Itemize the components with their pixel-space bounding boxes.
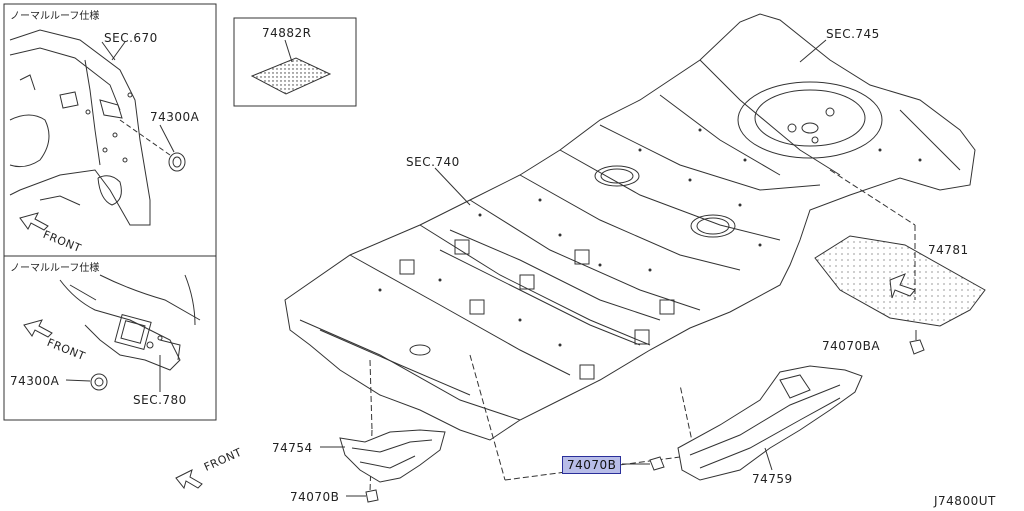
pad-part-label[interactable]: 74882R xyxy=(262,26,312,40)
inset-bottom-note: ノーマルルーフ仕様 xyxy=(10,263,100,274)
clip-74070b-highlight xyxy=(649,456,665,471)
part-74070b-highlight-label[interactable]: 74070B xyxy=(562,456,622,474)
pad-box-frame xyxy=(233,17,357,107)
inset-bottom-frame xyxy=(3,255,217,421)
inset-top-pillar xyxy=(9,29,171,226)
diagram-code: J74800UT xyxy=(934,494,996,508)
inset-bottom-part-label[interactable]: 74300A xyxy=(10,374,60,388)
clip-74070ba xyxy=(909,339,925,355)
splash-shield-74754 xyxy=(339,429,446,483)
front-arrow-main xyxy=(175,469,203,490)
part-74070b-bottom-label[interactable]: 74070B xyxy=(290,490,340,504)
front-arrow-top xyxy=(19,212,49,231)
inset-bottom-body xyxy=(59,274,201,392)
part-74781-label[interactable]: 74781 xyxy=(928,243,969,257)
insulator-pad-74882r xyxy=(250,57,332,95)
inset-top-sec-label[interactable]: SEC.670 xyxy=(104,31,158,45)
floor-panel-holes xyxy=(378,128,922,347)
front-arrow-inset-bottom xyxy=(23,319,53,338)
sec-745-label[interactable]: SEC.745 xyxy=(826,27,880,41)
inset-bottom-sec-label[interactable]: SEC.780 xyxy=(133,393,187,407)
floor-panel xyxy=(284,13,976,441)
clip-74070b-bottom xyxy=(365,489,379,503)
grommet-74300a-bottom xyxy=(90,373,108,391)
inset-top-note: ノーマルルーフ仕様 xyxy=(10,11,100,22)
sec-740-label[interactable]: SEC.740 xyxy=(406,155,460,169)
part-74070ba-label[interactable]: 74070BA xyxy=(822,339,881,353)
inset-top-part-label[interactable]: 74300A xyxy=(150,110,200,124)
part-74759-label[interactable]: 74759 xyxy=(752,472,793,486)
part-74754-label[interactable]: 74754 xyxy=(272,441,313,455)
grommet-74300a-top xyxy=(168,152,186,172)
